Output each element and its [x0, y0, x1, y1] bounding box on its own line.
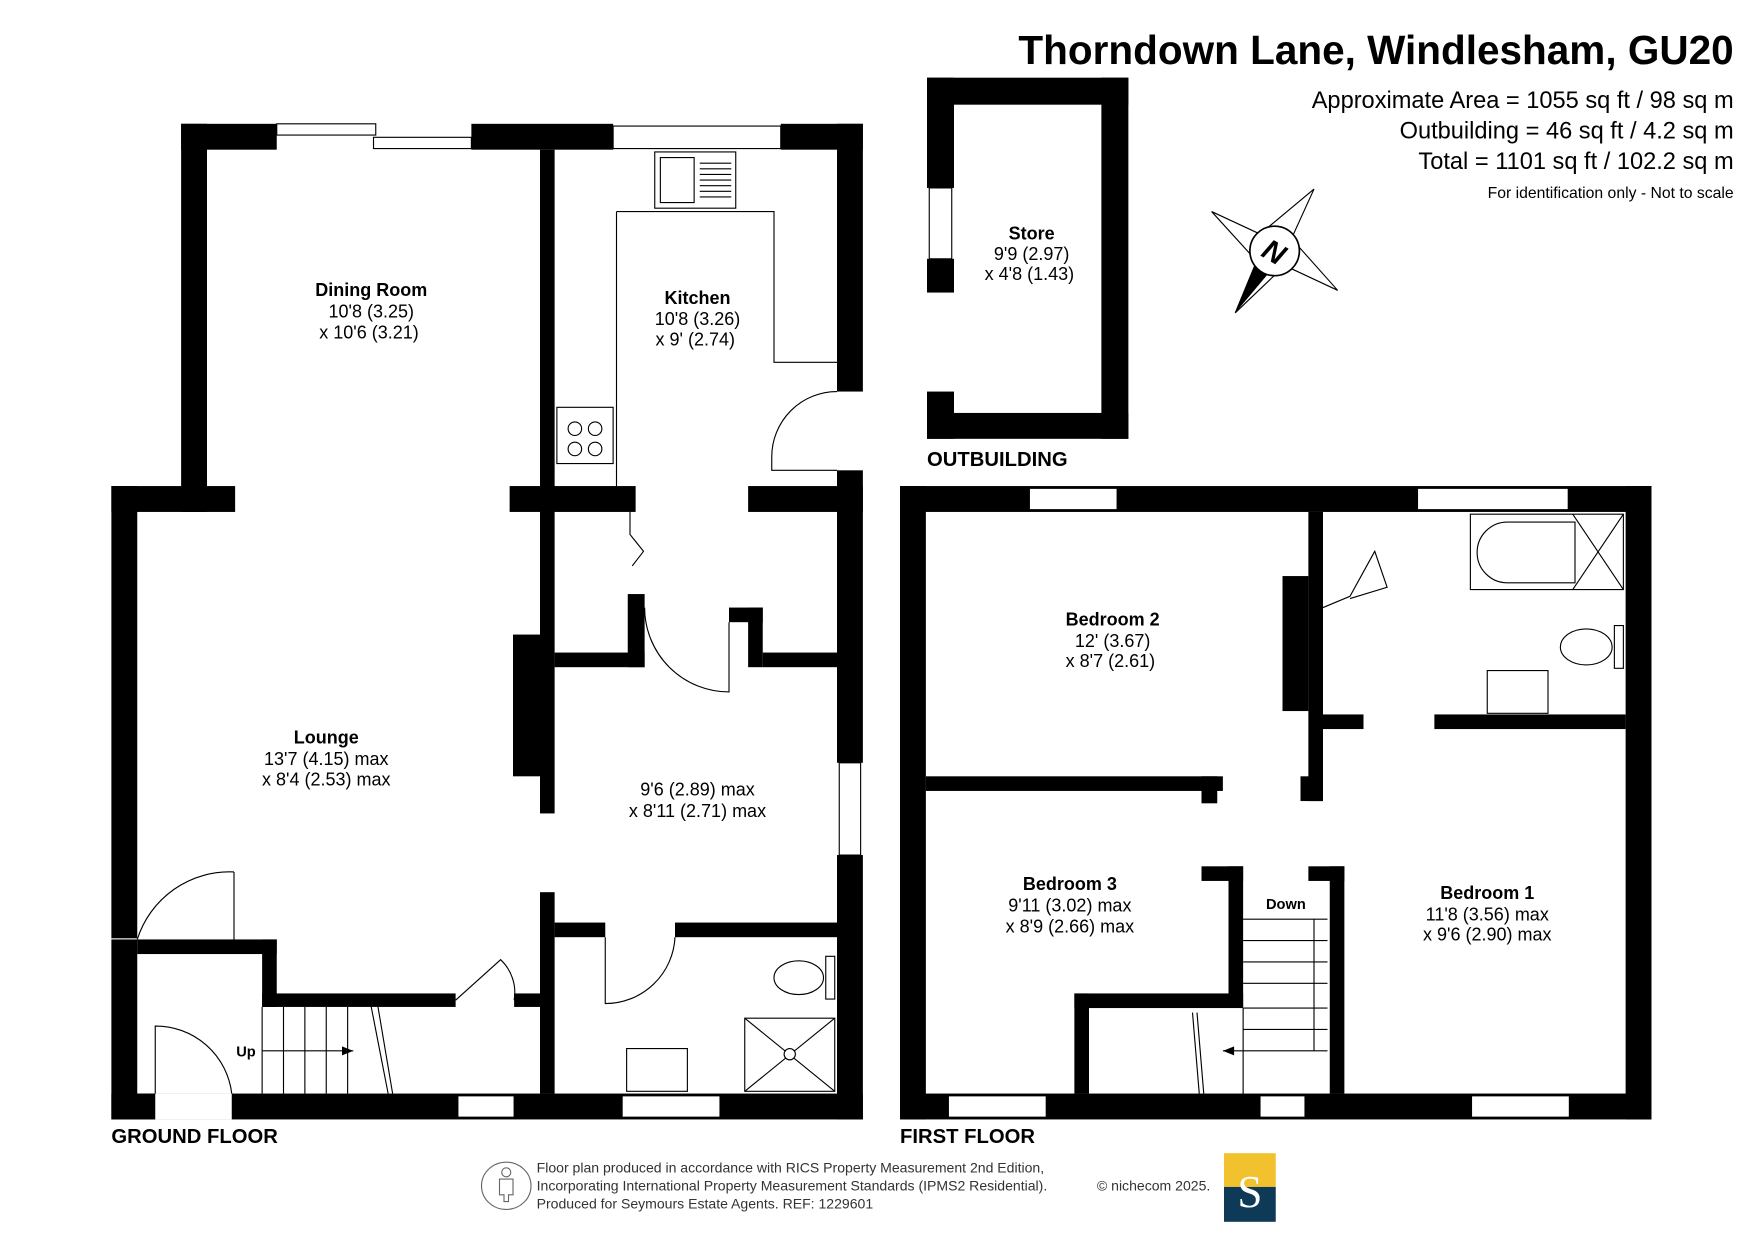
- basin: [1486, 670, 1549, 714]
- ground-floor-plan: Up Dining Room 10'8 (3.25) x 10'6 (3.21)…: [111, 123, 863, 1148]
- footer: Floor plan produced in accordance with R…: [480, 1153, 1276, 1222]
- window: [457, 1095, 515, 1118]
- floor-label: GROUND FLOOR: [111, 1126, 278, 1148]
- patio-door: [276, 123, 377, 136]
- window: [621, 1095, 721, 1118]
- room-name: Bedroom 2: [1066, 610, 1160, 630]
- stairs: Up: [236, 1006, 394, 1094]
- footer-line: Incorporating International Property Mea…: [537, 1177, 1048, 1193]
- front-door: [154, 1025, 233, 1094]
- basin: [626, 1048, 688, 1092]
- door: [771, 391, 838, 471]
- room-dimension: x 8'4 (2.53) max: [262, 769, 391, 789]
- room-dimension: x 4'8 (1.43): [985, 264, 1074, 284]
- stairs-label: Up: [236, 1044, 256, 1060]
- floor-label: FIRST FLOOR: [900, 1126, 1035, 1148]
- disclaimer: For identification only - Not to scale: [1488, 185, 1734, 202]
- window: [612, 125, 782, 150]
- room-dimension: 13'7 (4.15) max: [264, 749, 389, 769]
- room-dimension: 9'11 (3.02) max: [1008, 895, 1131, 915]
- toilet: [1559, 628, 1613, 666]
- window: [1470, 1095, 1570, 1118]
- door: [604, 937, 676, 1005]
- outbuilding-plan: Store 9'9 (2.97) x 4'8 (1.43) OUTBUILDIN…: [927, 77, 1129, 471]
- window: [1259, 1095, 1306, 1118]
- room-name: Kitchen: [664, 288, 730, 308]
- area-main: Approximate Area = 1055 sq ft / 98 sq m: [1312, 88, 1734, 114]
- area-outbuilding: Outbuilding = 46 sq ft / 4.2 sq m: [1400, 118, 1734, 144]
- room-name: Lounge: [294, 728, 359, 748]
- footer-line: Floor plan produced in accordance with R…: [537, 1159, 1045, 1175]
- hob: [556, 406, 614, 465]
- door: [644, 607, 730, 693]
- first-floor-plan: Down Bedroom 2 12' (3.67) x 8'7 (2.61) B…: [900, 486, 1652, 1148]
- room-dimension: x 10'6 (3.21): [319, 323, 419, 343]
- area-total: Total = 1101 sq ft / 102.2 sq m: [1418, 149, 1733, 175]
- window: [947, 1095, 1047, 1118]
- window: [1416, 487, 1569, 511]
- room-dimension: 10'8 (3.25): [329, 301, 415, 321]
- page-title: Thorndown Lane, Windlesham, GU20: [1018, 27, 1733, 73]
- room-dimension: x 8'9 (2.66) max: [1006, 917, 1135, 937]
- room-name: Dining Room: [315, 280, 427, 300]
- window: [838, 762, 862, 856]
- copyright: © nichecom 2025.: [1097, 1177, 1210, 1193]
- room-name: Bedroom 3: [1023, 874, 1117, 894]
- floor-label: OUTBUILDING: [927, 449, 1068, 471]
- room-dimension: x 9' (2.74): [656, 329, 735, 349]
- svg-text:S: S: [1237, 1167, 1262, 1217]
- room-dimension: 9'9 (2.97): [994, 244, 1069, 264]
- room-dimension: 12' (3.67): [1075, 631, 1150, 651]
- stairs: Down: [1191, 897, 1328, 1094]
- door: [136, 871, 235, 940]
- compass-icon: N: [1211, 188, 1339, 314]
- room-name: Store: [1009, 224, 1055, 244]
- room-dimension: x 9'6 (2.90) max: [1423, 925, 1552, 945]
- window: [928, 187, 953, 260]
- window: [1028, 487, 1118, 511]
- room-dimension: 11'8 (3.56) max: [1426, 904, 1549, 924]
- seymours-logo: S: [1224, 1153, 1276, 1222]
- person-icon: [480, 1161, 532, 1210]
- room-dimension: 9'6 (2.89) max: [640, 779, 754, 799]
- room-dimension: x 8'7 (2.61): [1066, 651, 1155, 671]
- room-name: Bedroom 1: [1440, 883, 1534, 903]
- toilet: [773, 960, 825, 996]
- stairs-label: Down: [1266, 897, 1306, 913]
- room-dimension: 10'8 (3.26): [655, 309, 741, 329]
- footer-line: Produced for Seymours Estate Agents. REF…: [537, 1195, 874, 1211]
- room-dimension: x 8'11 (2.71) max: [629, 801, 766, 821]
